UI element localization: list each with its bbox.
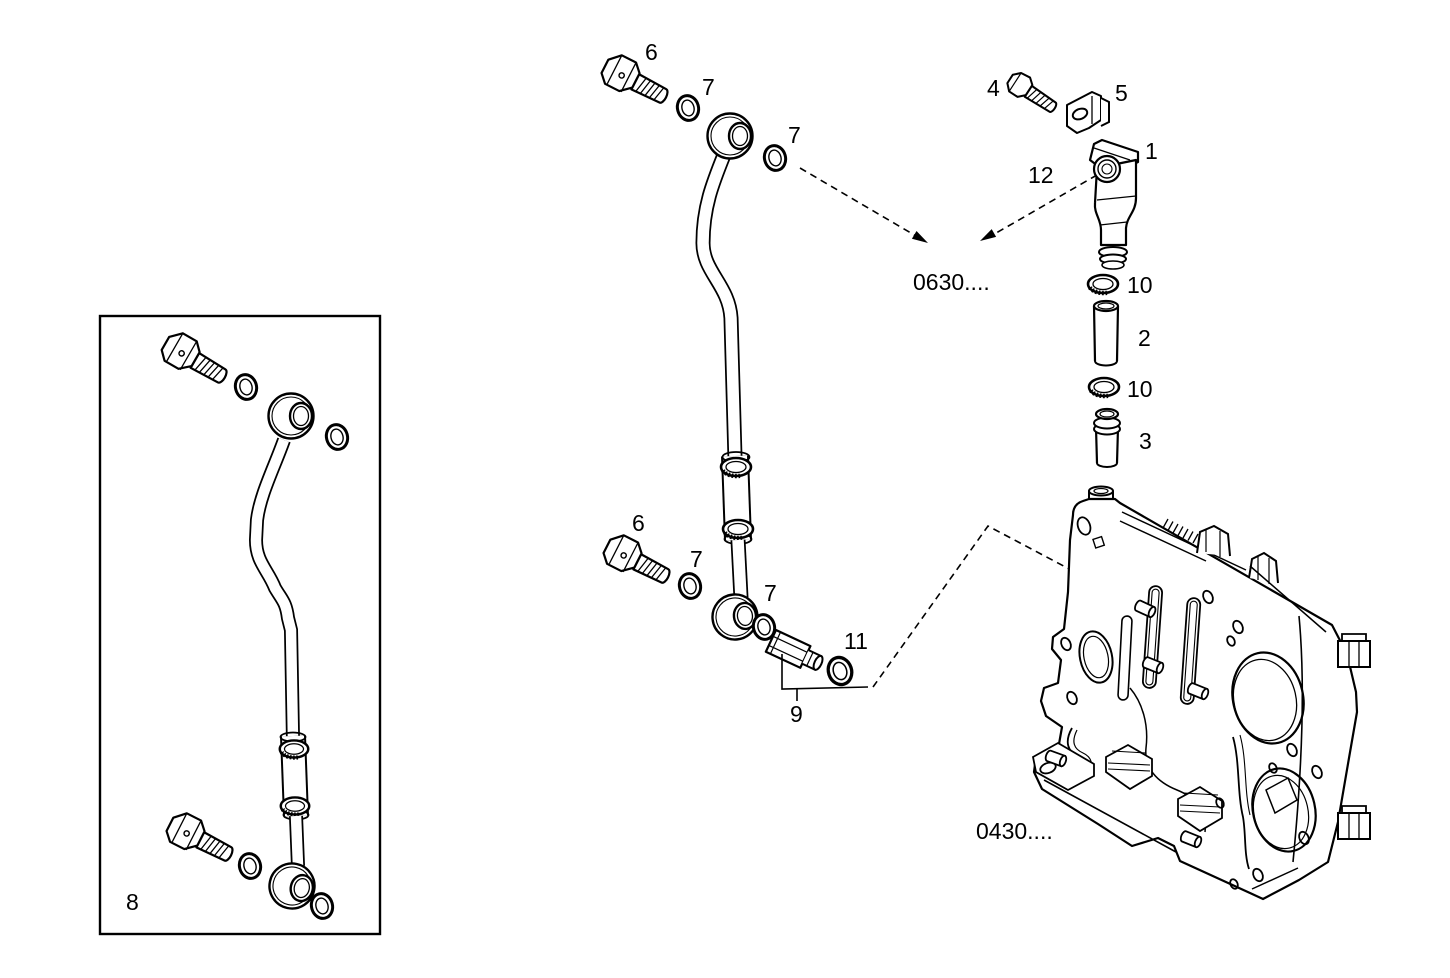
callout-labels: 6 7 7 4 5 1 12 10 2 10 3 6 7 7 11 9 8 06… bbox=[126, 39, 1158, 915]
hex-bolt-part4 bbox=[1003, 67, 1063, 119]
callout-8: 8 bbox=[126, 889, 139, 915]
arrowhead bbox=[980, 229, 997, 241]
callout-7-top-right: 7 bbox=[788, 122, 801, 148]
callout-7-top-left: 7 bbox=[702, 74, 715, 100]
leader-lines bbox=[799, 167, 1098, 688]
callout-7-bottom-right: 7 bbox=[764, 580, 777, 606]
callout-3: 3 bbox=[1139, 428, 1152, 454]
bracket-part5 bbox=[1066, 91, 1110, 134]
arrowhead bbox=[911, 231, 928, 243]
bolt-holes bbox=[1060, 516, 1323, 890]
callout-1: 1 bbox=[1145, 138, 1158, 164]
hose-clamp-part10 bbox=[1089, 378, 1119, 396]
hose-part2 bbox=[1092, 299, 1120, 367]
engine-timing-case bbox=[1031, 485, 1371, 901]
main-pipe-assembly bbox=[596, 49, 869, 701]
sleeve-part3 bbox=[1093, 407, 1121, 468]
callout-11: 11 bbox=[844, 628, 868, 654]
hose-clamp bbox=[723, 520, 753, 538]
callout-7-bottom-left: 7 bbox=[690, 546, 703, 572]
callout-9-bracket bbox=[781, 654, 869, 690]
callout-12: 12 bbox=[1028, 162, 1054, 188]
elbow-fitting-part1 bbox=[1088, 138, 1140, 270]
callout-6-top: 6 bbox=[645, 39, 658, 65]
banjo-eye-fitting bbox=[706, 112, 754, 160]
hose-clamp bbox=[281, 797, 310, 814]
hose-clamp-part10 bbox=[1088, 275, 1118, 293]
callout-6-bottom: 6 bbox=[632, 510, 645, 536]
union-fitting-part9 bbox=[764, 628, 824, 671]
outlet-parts-column bbox=[1003, 67, 1140, 468]
banjo-bolt bbox=[598, 529, 678, 593]
banjo-bolt bbox=[596, 49, 676, 113]
banjo-eye-fitting bbox=[267, 392, 315, 440]
callout-10-upper: 10 bbox=[1127, 272, 1153, 298]
seal-ring-part11 bbox=[823, 652, 857, 690]
sealing-washer bbox=[673, 91, 703, 125]
ref-code-0430: 0430.... bbox=[976, 818, 1053, 844]
ref-code-0630: 0630.... bbox=[913, 269, 990, 295]
callout-2: 2 bbox=[1138, 325, 1151, 351]
housing-silhouette bbox=[1032, 497, 1359, 901]
inset-box-part8 bbox=[98, 314, 382, 936]
sealing-washer bbox=[675, 569, 705, 603]
callout-9: 9 bbox=[790, 701, 803, 727]
banjo-eye-fitting bbox=[709, 591, 761, 643]
hose-clamp bbox=[721, 458, 751, 476]
callout-4: 4 bbox=[987, 75, 1000, 101]
part8-pipe bbox=[248, 392, 320, 914]
sealing-washer bbox=[760, 141, 790, 175]
idler-bore bbox=[1251, 767, 1317, 853]
callout-10-lower: 10 bbox=[1127, 376, 1153, 402]
inset-box-border bbox=[98, 314, 382, 936]
callout-5: 5 bbox=[1115, 80, 1128, 106]
hose-clamp bbox=[280, 740, 309, 757]
